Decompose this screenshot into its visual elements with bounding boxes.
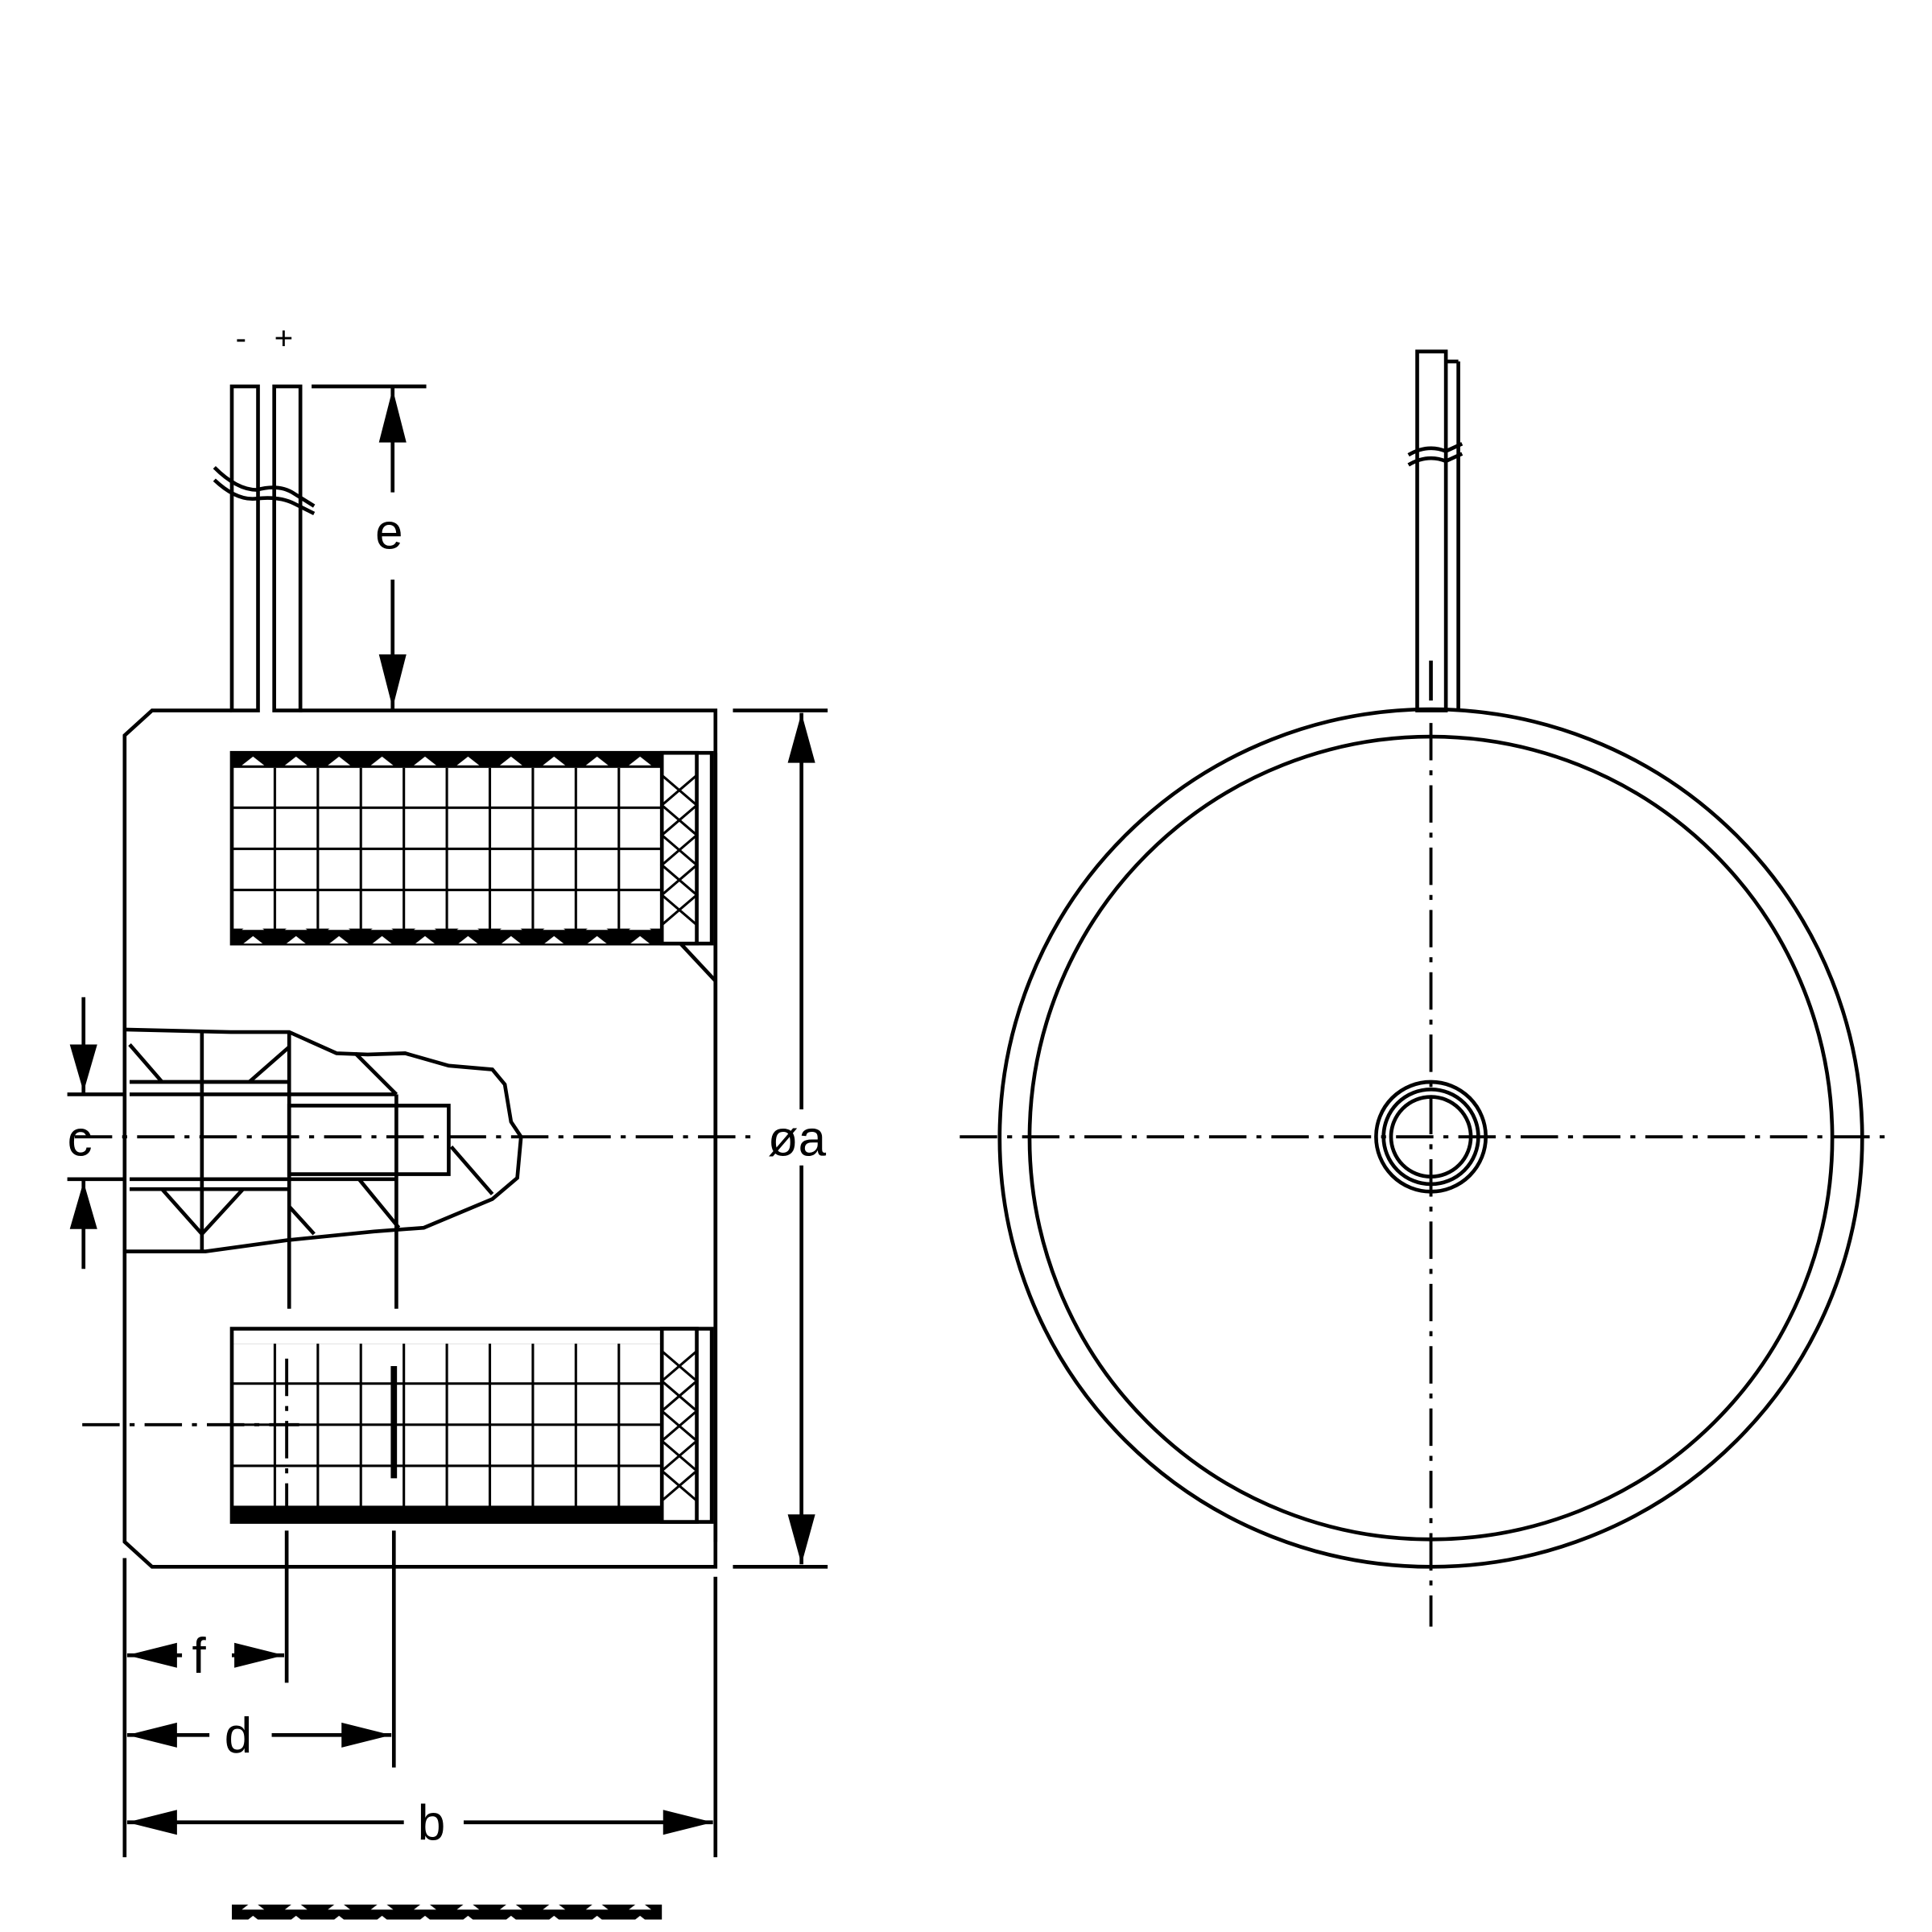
minus-label: - [236, 320, 246, 357]
dimension-a: øa [733, 708, 828, 1569]
dimension-c: c [68, 997, 125, 1269]
label-b: b [418, 1795, 445, 1851]
upper-coil [229, 750, 717, 983]
dimension-f-d-b: f d b [122, 1530, 718, 1858]
label-c: c [68, 1111, 93, 1166]
plus-label: + [275, 320, 294, 357]
label-d: d [225, 1708, 252, 1764]
core-insert [124, 1027, 523, 1309]
dimension-e: e [312, 384, 427, 711]
lower-coil [229, 1327, 714, 1920]
front-lead-wires [1407, 349, 1463, 712]
label-e: e [375, 504, 402, 559]
front-view [960, 349, 1889, 1627]
label-a: øa [768, 1111, 827, 1166]
side-view: - + [68, 320, 828, 1920]
lead-wires: - + [213, 320, 316, 712]
label-f: f [192, 1629, 206, 1684]
